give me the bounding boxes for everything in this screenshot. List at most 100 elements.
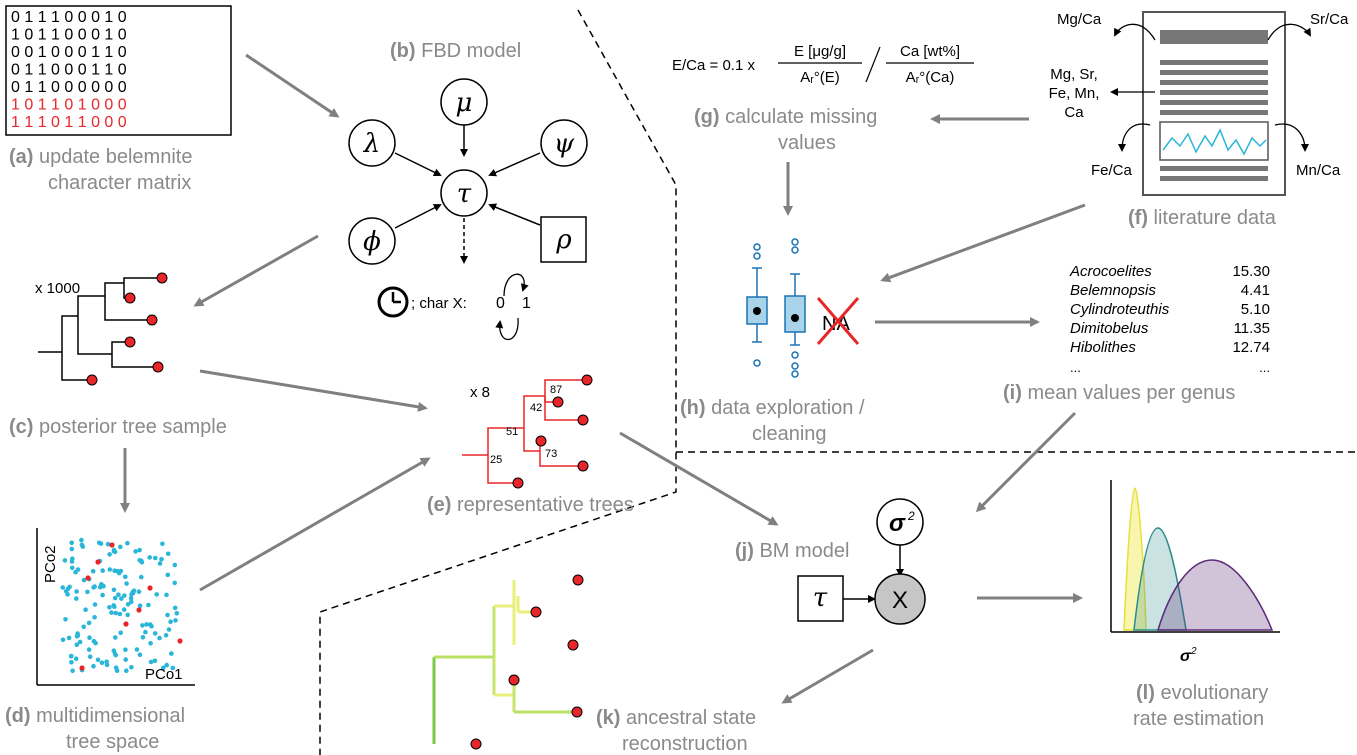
label-g-line2: values — [778, 132, 836, 154]
pcoa-point — [165, 551, 171, 557]
label-j: (j) BM model — [735, 540, 849, 562]
pcoa-point — [170, 665, 176, 671]
pcoa-point — [111, 549, 117, 554]
pcoa-point — [104, 659, 109, 665]
pcoa-point — [77, 639, 83, 645]
pcoa-point — [124, 581, 129, 586]
label-l-line2: rate estimation — [1133, 708, 1264, 730]
pcoa-point — [164, 662, 169, 668]
mu-node — [440, 78, 488, 126]
phi-node — [348, 217, 396, 265]
pcoa-point — [74, 642, 80, 647]
pcoa-xlabel: PCo1 — [145, 666, 183, 683]
mnca-label: Mn/Ca — [1296, 162, 1341, 179]
genus-name: Belemnopsis — [1070, 282, 1156, 299]
x-node — [874, 573, 926, 625]
pcoa-point — [91, 638, 97, 644]
pcoa-plot: PCo2 PCo1 — [36, 528, 195, 686]
label-h-line2: cleaning — [752, 423, 827, 445]
pcoa-point — [107, 605, 112, 610]
pcoa-point — [62, 558, 68, 563]
tau-symbol: τ — [457, 179, 472, 209]
elements-line3: Ca — [1064, 104, 1084, 121]
pcoa-point — [79, 542, 85, 548]
pcoa-point — [86, 647, 92, 652]
genus-value: 11.35 — [1234, 320, 1270, 337]
formula-num1: E [μg/g] — [794, 43, 846, 60]
pcoa-point — [92, 602, 98, 607]
pcoa-point — [100, 592, 105, 598]
flow-arrows — [120, 53, 1086, 704]
pcoa-point — [60, 585, 66, 590]
label-a-line2: character matrix — [48, 172, 191, 194]
pcoa-point — [99, 582, 104, 587]
pcoa-point — [69, 565, 75, 571]
pcoa-point — [146, 602, 151, 608]
pcoa-point — [163, 633, 169, 638]
elements-line2: Fe, Mn, — [1049, 85, 1100, 102]
pcoa-point — [95, 657, 101, 663]
svg-text:2: 2 — [907, 509, 915, 523]
pcoa-point — [79, 537, 84, 543]
lambda-symbol: λ — [363, 129, 380, 159]
genus-name: Acrocoelites — [1069, 263, 1152, 280]
pcoa-point — [99, 660, 105, 666]
pcoa-point — [112, 595, 118, 601]
formula-lhs: E/Ca = 0.1 x — [672, 57, 755, 74]
char-state-0: 0 — [496, 295, 505, 312]
genus-name: Cylindroteuthis — [1070, 301, 1170, 318]
pcoa-point — [169, 651, 174, 656]
pcoa-point — [116, 592, 121, 597]
pcoa-point — [92, 615, 97, 620]
pcoa-point — [70, 668, 75, 674]
formula-num2: Ca [wt%] — [900, 43, 960, 60]
pcoa-point — [147, 622, 153, 627]
genus-name: Hibolithes — [1070, 339, 1136, 356]
pcoa-point — [117, 611, 123, 617]
tau-node — [440, 169, 488, 217]
rho-node — [540, 216, 587, 263]
pcoa-point — [87, 635, 92, 640]
pcoa-point — [125, 612, 130, 618]
pcoa-point — [148, 659, 154, 665]
rho-symbol: ρ — [555, 225, 572, 255]
pcoa-point — [70, 556, 75, 561]
pcoa-point — [137, 652, 143, 658]
char-x-text: ; char X: — [411, 295, 467, 312]
pcoa-point — [73, 656, 79, 661]
pcoa-point — [139, 560, 145, 565]
label-d-line2: tree space — [66, 731, 159, 753]
pcoa-point — [144, 622, 149, 627]
support-51: 51 — [506, 426, 518, 438]
pcoa-point — [165, 572, 171, 578]
pcoa-point — [118, 630, 123, 636]
pcoa-point — [100, 568, 105, 573]
label-d: (d) multidimensional — [5, 705, 185, 727]
elements-line1: Mg, Sr, — [1050, 66, 1098, 83]
pcoa-point — [123, 574, 128, 580]
pcoa-point — [112, 651, 118, 657]
panel-dividers — [319, 9, 1357, 755]
pcoa-point — [75, 567, 81, 572]
representative-tree-tips — [512, 374, 593, 489]
support-87: 87 — [550, 384, 562, 396]
pcoa-point — [109, 610, 114, 615]
tau-box — [797, 575, 844, 622]
mgca-label: Mg/Ca — [1057, 11, 1102, 28]
literature-document-icon — [1142, 11, 1286, 196]
pcoa-point — [69, 660, 74, 665]
pcoa-point — [69, 540, 74, 546]
pcoa-representative-point — [177, 638, 183, 644]
formula-den1: Aᵣ°(E) — [800, 69, 840, 86]
pcoa-point — [157, 561, 163, 566]
pcoa-point — [134, 647, 140, 652]
pcoa-representative-point — [95, 559, 101, 565]
char-state-1: 1 — [522, 295, 531, 312]
pcoa-point — [131, 588, 137, 593]
label-a: (a) update belemnite — [9, 146, 192, 168]
psi-node — [540, 119, 588, 167]
pcoa-point — [172, 580, 177, 586]
pcoa-point — [123, 657, 128, 662]
svg-text:σ: σ — [889, 510, 906, 537]
